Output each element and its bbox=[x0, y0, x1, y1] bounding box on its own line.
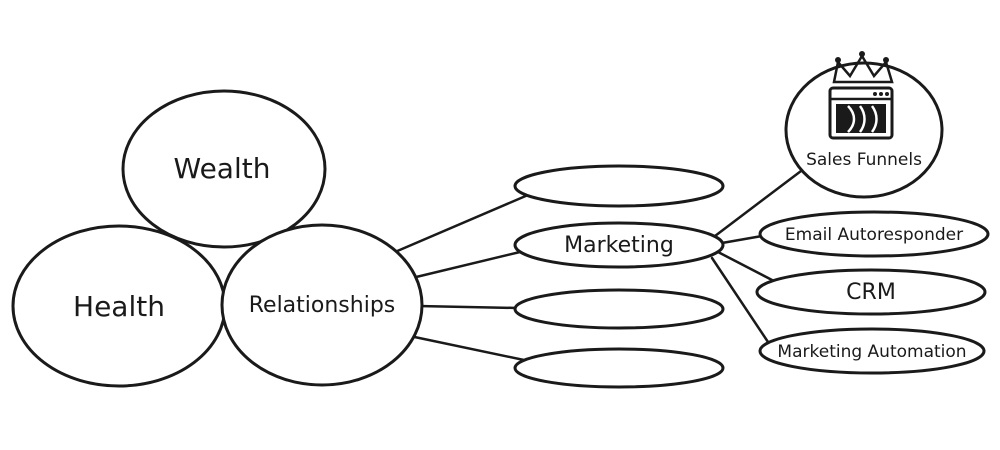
crm-label: CRM bbox=[846, 280, 896, 305]
browser-window-funnel-icon bbox=[828, 86, 894, 140]
wealth-label: Wealth bbox=[174, 152, 271, 185]
connector-relationships-marketing bbox=[410, 250, 522, 280]
branch-top bbox=[513, 164, 725, 208]
circle-relationships: Relationships bbox=[220, 223, 424, 387]
branch-marketing: Marketing bbox=[513, 221, 725, 269]
node-email-autoresponder: Email Autoresponder bbox=[758, 210, 990, 258]
marketing-automation-label: Marketing Automation bbox=[777, 342, 966, 362]
connector-relationships-third bbox=[416, 304, 520, 310]
connector-marketing-crm bbox=[716, 250, 774, 282]
connector-marketing-sales-funnels bbox=[713, 166, 807, 238]
connector-marketing-automation bbox=[710, 256, 772, 347]
connector-relationships-top bbox=[393, 193, 530, 254]
branch-third bbox=[513, 288, 725, 330]
relationships-label: Relationships bbox=[249, 293, 396, 318]
circle-wealth: Wealth bbox=[121, 89, 327, 249]
node-sales-funnels: Sales Funnels bbox=[784, 51, 944, 199]
marketing-label: Marketing bbox=[564, 233, 674, 258]
health-label: Health bbox=[73, 290, 165, 323]
circle-health: Health bbox=[11, 224, 227, 388]
node-marketing-automation: Marketing Automation bbox=[758, 327, 986, 375]
connector-relationships-bottom bbox=[403, 333, 526, 362]
node-crm: CRM bbox=[755, 268, 987, 316]
crown-icon bbox=[832, 51, 894, 84]
email-autoresponder-label: Email Autoresponder bbox=[785, 225, 963, 245]
branch-bottom bbox=[513, 347, 725, 389]
relationship-connectors bbox=[393, 193, 530, 362]
sales-funnels-label: Sales Funnels bbox=[806, 150, 922, 170]
marketing-connectors bbox=[710, 166, 807, 347]
connector-marketing-email bbox=[720, 234, 764, 245]
